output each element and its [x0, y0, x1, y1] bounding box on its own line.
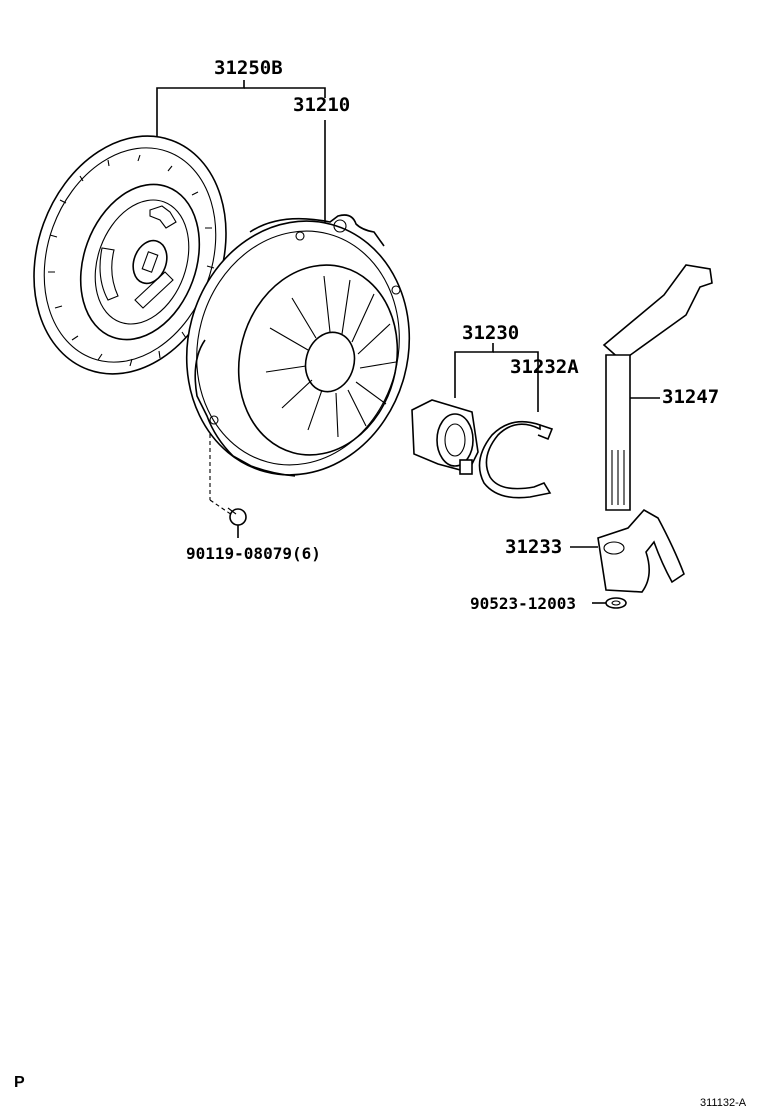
part-label-31210: 31210 [293, 94, 351, 116]
part-label-31250B: 31250B [214, 57, 283, 79]
part-label-31232A: 31232A [510, 356, 579, 378]
clip-drawing [478, 420, 554, 499]
washer-drawing [605, 597, 627, 609]
part-label-31230: 31230 [462, 322, 520, 344]
fork-shaft-drawing [602, 264, 713, 511]
leader-lines [156, 80, 660, 604]
page-letter: P [14, 1074, 25, 1091]
clutch-disc-drawing [33, 135, 227, 375]
figure-code: 311132-A [700, 1097, 747, 1109]
part-label-31233: 31233 [505, 536, 563, 558]
part-label-31247: 31247 [662, 386, 720, 408]
clutch-cover-drawing [185, 214, 411, 477]
release-bearing-drawing [411, 399, 479, 475]
release-fork-drawing [597, 508, 685, 593]
bolt-drawing [227, 507, 247, 526]
part-label-90523: 90523-12003 [470, 594, 576, 613]
part-label-90119: 90119-08079(6) [186, 544, 321, 563]
